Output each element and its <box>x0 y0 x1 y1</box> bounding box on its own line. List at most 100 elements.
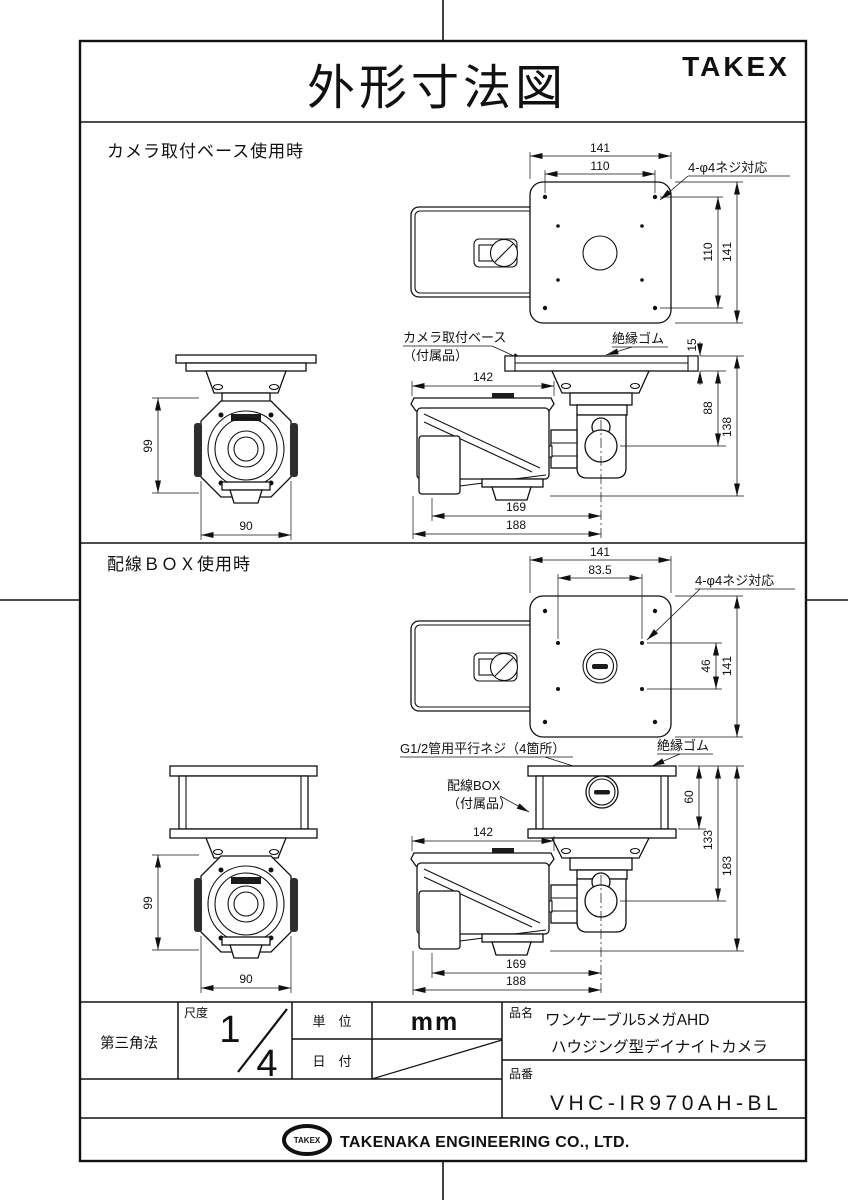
s2-bracket <box>550 837 651 859</box>
product-name-line2: ハウジング型デイナイトカメラ <box>551 1037 768 1056</box>
dim-text: 183 <box>720 856 734 876</box>
s2-dim-141-right: 141 <box>675 595 743 738</box>
scale-denominator: 4 <box>256 1043 277 1085</box>
s1-base-plate <box>529 181 672 324</box>
dim-text: 88 <box>701 401 715 415</box>
s2-dim-83-5: 83.5 <box>557 563 643 639</box>
s2-dim-133: 133 <box>620 766 726 902</box>
s1-side: カメラ取付ベース （付属品） 絶縁ゴム <box>403 330 744 540</box>
callout-text: 絶縁ゴム <box>657 738 709 753</box>
company-logo-ring <box>282 1124 332 1156</box>
s2-front-box-body <box>178 775 309 830</box>
dim-text: 142 <box>473 825 493 839</box>
s1-dim-138: 138 <box>550 356 744 497</box>
dim-text: 169 <box>506 500 526 514</box>
callout-text: 4-φ4ネジ対応 <box>688 160 767 175</box>
s1-dim-90: 90 <box>200 481 292 540</box>
dim-text: 15 <box>685 338 699 352</box>
s1-dim-188: 188 <box>412 496 601 539</box>
s1-dim-141-top: 141 <box>529 141 672 179</box>
callout-text: 配線BOX <box>447 778 501 793</box>
s2-clamp <box>550 884 578 924</box>
dim-text: 90 <box>239 519 253 533</box>
s2-dim-90: 90 <box>200 936 292 993</box>
s1-plan: 141 110 4-φ4ネジ対応 110 141 <box>410 141 790 324</box>
brand-logo-text: TAKEX <box>682 51 790 82</box>
s2-lens <box>227 885 265 923</box>
doc-header: 外形寸法図 TAKEX <box>307 51 790 115</box>
unit-value: mm <box>411 1008 459 1036</box>
s1-callout-base: カメラ取付ベース （付属品） <box>403 330 526 363</box>
s1-dim-141-right: 141 <box>675 181 743 324</box>
dim-text: 90 <box>239 972 253 986</box>
s1-dim-142: 142 <box>411 370 555 396</box>
unit-label: 単 位 <box>312 1014 351 1029</box>
s2-front-box-top <box>169 765 318 777</box>
s1-dim-110-right: 110 <box>660 196 723 309</box>
s2-dim-46: 46 <box>647 642 722 690</box>
scale-label: 尺度 <box>184 1005 208 1020</box>
s1-lens <box>227 430 265 468</box>
section2-label: 配線ＢＯＸ使用時 <box>107 554 251 574</box>
s2-dim-169: 169 <box>431 953 601 978</box>
callout-text: 4-φ4ネジ対応 <box>695 573 774 588</box>
s2-dim-99: 99 <box>141 854 199 951</box>
s2-plan: 141 83.5 4-φ4ネジ対応 46 141 <box>410 545 795 738</box>
date-blank-slash <box>371 1039 503 1080</box>
s1-dim-99: 99 <box>141 397 199 494</box>
s2-dim-60: 60 <box>678 765 744 830</box>
scale-numerator: 1 <box>219 1009 240 1051</box>
product-name-label: 品名 <box>509 1005 533 1020</box>
s2-dim-183: 183 <box>550 766 744 952</box>
section2: 配線ＢＯＸ使用時 141 83.5 <box>107 545 795 996</box>
part-number-value: VHC-IR970AH-BL <box>550 1092 782 1115</box>
dim-text: 110 <box>590 159 609 173</box>
dim-text: 141 <box>590 545 610 559</box>
dim-text: 142 <box>473 370 493 384</box>
dim-text: 141 <box>590 141 610 155</box>
s2-callout-rubber: 絶縁ゴム <box>651 738 713 767</box>
footer: TAKEX TAKENAKA ENGINEERING CO., LTD. <box>282 1124 630 1156</box>
s2-cap <box>582 648 618 684</box>
dim-text: 99 <box>141 439 155 453</box>
s2-box-top <box>527 765 677 777</box>
callout-text: （付属品） <box>403 348 468 363</box>
dim-text: 141 <box>720 656 734 676</box>
s1-callout-rubber: 絶縁ゴム <box>605 331 668 356</box>
s2-screw-note: 4-φ4ネジ対応 <box>646 573 795 641</box>
s2-front: 99 90 <box>141 765 318 993</box>
date-label: 日 付 <box>312 1054 351 1069</box>
s1-front: 99 90 <box>141 354 317 540</box>
dim-text: 133 <box>701 830 715 850</box>
dim-text: 83.5 <box>588 563 612 577</box>
company-logo-text: TAKEX <box>294 1136 321 1145</box>
part-number-label: 品番 <box>509 1067 533 1081</box>
s1-clamp <box>550 429 578 469</box>
sheet-frame <box>78 39 808 1163</box>
callout-text: 絶縁ゴム <box>612 331 664 346</box>
s1-camera-side <box>410 393 555 501</box>
doc-title: 外形寸法図 <box>307 62 567 115</box>
s1-dim-88: 88 <box>620 371 726 447</box>
dim-text: 141 <box>720 242 734 262</box>
dim-text: 169 <box>506 957 526 971</box>
company-name: TAKENAKA ENGINEERING CO., LTD. <box>340 1134 630 1151</box>
s1-screw-note: 4-φ4ネジ対応 <box>659 160 790 201</box>
s2-dim-141-top: 141 <box>529 545 672 593</box>
s2-callout-box: 配線BOX （付属品） <box>447 778 530 813</box>
dim-text: 46 <box>699 659 713 673</box>
dim-text: 60 <box>682 790 696 804</box>
s2-dim-142: 142 <box>411 825 555 851</box>
dim-text: 188 <box>506 518 526 532</box>
dim-text: 188 <box>506 974 526 988</box>
callout-text: カメラ取付ベース <box>403 330 506 345</box>
dim-text: 99 <box>141 896 155 910</box>
s1-front-plate <box>175 354 317 364</box>
s1-dim-110-top: 110 <box>544 159 656 193</box>
projection-method: 第三角法 <box>100 1034 158 1052</box>
s2-side: G1/2管用平行ネジ（4箇所） 絶縁ゴム 配線BOX （付属品） <box>400 738 744 996</box>
callout-text: （付属品） <box>447 796 512 811</box>
s2-camera-side <box>410 848 555 956</box>
